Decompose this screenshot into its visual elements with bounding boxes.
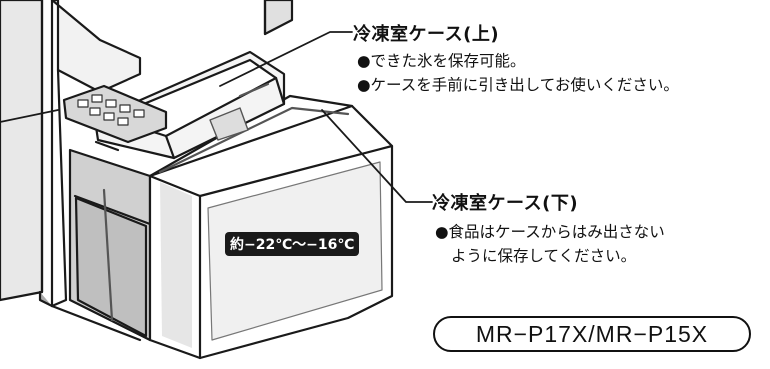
- leader-line-lower: [321, 109, 433, 203]
- upper-case-title: 冷凍室ケース(上): [353, 24, 500, 45]
- upper-case-note-1: ●できた氷を保存可能。: [357, 52, 526, 70]
- lower-case-title: 冷凍室ケース(下): [432, 193, 579, 214]
- leader-line-upper: [219, 31, 353, 87]
- upper-case-note-2: ●ケースを手前に引き出してお使いください。: [357, 76, 679, 94]
- fridge-body-left: [0, 0, 44, 302]
- model-label-text: MR−P17X/MR−P15X: [475, 320, 709, 347]
- cabinet-inner: [50, 0, 142, 94]
- temperature-badge: 約−22℃〜−16℃: [225, 232, 360, 256]
- ice-tray: [62, 84, 168, 144]
- fridge-body-right: [263, 0, 294, 36]
- lower-case-note-2: ように保存してください。: [451, 247, 637, 265]
- leader-line-left: [0, 109, 59, 123]
- model-label: MR−P17X/MR−P15X: [433, 316, 751, 352]
- lower-case-note-1: ●食品はケースからはみ出さない: [435, 223, 665, 241]
